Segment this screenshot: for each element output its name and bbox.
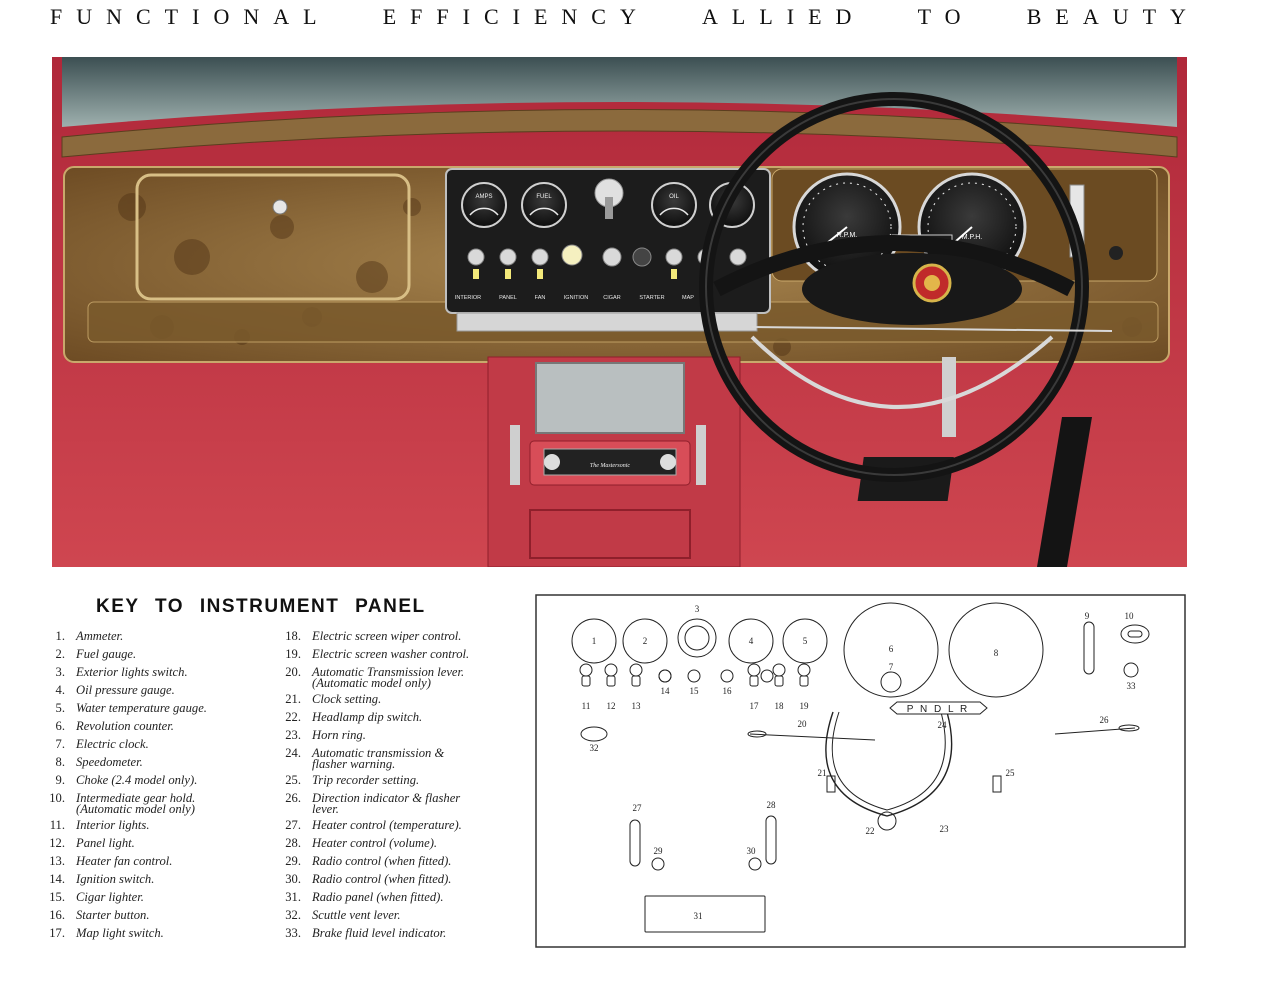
key-item: 15.Cigar lighter. — [49, 890, 144, 904]
mph-label: M.P.H. — [962, 234, 983, 241]
radio-brand: The Mastersonic — [590, 463, 631, 469]
diagram-label-13: 13 — [632, 701, 642, 711]
key-item: 29.Radio control (when fitted). — [285, 854, 452, 868]
key-item: 25.Trip recorder setting. — [285, 773, 420, 787]
amps-gauge-label: AMPS — [475, 194, 492, 200]
headline-word-2: EFFICIENCY — [382, 4, 650, 29]
key-item: 28.Heater control (volume). — [285, 836, 438, 850]
diagram-label-6: 6 — [889, 644, 894, 654]
diagram-label-26: 26 — [1100, 715, 1110, 725]
key-item: 5.Water temperature gauge. — [55, 701, 207, 715]
diagram-label-10: 10 — [1125, 611, 1135, 621]
diagram-label-29: 29 — [654, 846, 664, 856]
diagram-label-24: 24 — [938, 720, 948, 730]
switch-label-ignition: IGNITION — [564, 295, 588, 301]
key-item: 14.Ignition switch. — [49, 872, 155, 886]
dashboard-photo: AMPS FUEL OIL INTERIOR PANEL FAN IGNITIO… — [52, 57, 1187, 567]
oil-gauge-label: OIL — [669, 194, 679, 200]
headline-word-3: ALLIED — [702, 4, 866, 29]
diagram-label-3: 3 — [695, 604, 700, 614]
diagram-label-4: 4 — [749, 636, 754, 646]
key-item: 2.Fuel gauge. — [55, 647, 137, 661]
headline: FUNCTIONAL EFFICIENCY ALLIED TO BEAUTY — [50, 4, 1200, 32]
key-item: 11.Interior lights. — [49, 818, 150, 832]
headline-word-5: BEAUTY — [1026, 4, 1200, 29]
diagram-label-2: 2 — [643, 636, 648, 646]
switch-label-map: MAP — [682, 295, 694, 301]
key-item: 18.Electric screen wiper control. — [285, 629, 462, 643]
diagram-label-18: 18 — [775, 701, 785, 711]
diagram-label-16: 16 — [723, 686, 733, 696]
switch-label-interior: INTERIOR — [455, 295, 481, 301]
key-item: 30.Radio control (when fitted). — [285, 872, 452, 886]
key-list-left: 1.Ammeter. 2.Fuel gauge. 3.Exterior ligh… — [48, 627, 288, 942]
key-item: 33.Brake fluid level indicator. — [285, 926, 447, 940]
diagram-label-5: 5 — [803, 636, 808, 646]
key-item: 3.Exterior lights switch. — [55, 665, 188, 679]
key-item: 8.Speedometer. — [55, 755, 143, 769]
diagram-label-12: 12 — [607, 701, 616, 711]
key-item: 22.Headlamp dip switch. — [285, 710, 423, 724]
key-item: 23.Horn ring. — [285, 728, 366, 742]
switch-label-cigar: CIGAR — [603, 295, 620, 301]
key-item: 7.Electric clock. — [55, 737, 149, 751]
key-item: 16.Starter button. — [49, 908, 150, 922]
headline-word-1: FUNCTIONAL — [50, 4, 331, 29]
diagram-label-32: 32 — [590, 743, 599, 753]
key-item: 32.Scuttle vent lever. — [285, 908, 401, 922]
key-item: 20.Automatic Transmission lever.(Automat… — [285, 665, 465, 690]
diagram-label-22: 22 — [866, 826, 875, 836]
rpm-label: R.P.M. — [837, 232, 858, 239]
diagram-label-27: 27 — [633, 803, 643, 813]
key-item: 12.Panel light. — [49, 836, 135, 850]
fuel-gauge-label: FUEL — [536, 194, 552, 200]
key-item: 21.Clock setting. — [285, 692, 382, 706]
diagram-label-21: 21 — [818, 768, 827, 778]
switch-label-fan: FAN — [535, 295, 546, 301]
key-item: 17.Map light switch. — [49, 926, 164, 940]
diagram-label-19: 19 — [800, 701, 810, 711]
diagram-label-31: 31 — [694, 911, 703, 921]
diagram-label-28: 28 — [767, 800, 777, 810]
headline-word-4: TO — [917, 4, 975, 29]
diagram-label-7: 7 — [889, 662, 894, 672]
diagram-label-15: 15 — [690, 686, 700, 696]
key-item: 6.Revolution counter. — [55, 719, 174, 733]
diagram-label-30: 30 — [747, 846, 757, 856]
diagram-gear-indicator: P N D L R — [907, 704, 969, 715]
key-item: 13.Heater fan control. — [49, 854, 173, 868]
key-item: 1.Ammeter. — [55, 629, 124, 643]
key-item: 10.Intermediate gear hold.(Automatic mod… — [49, 791, 196, 816]
key-title: KEY TO INSTRUMENT PANEL — [96, 596, 426, 617]
instrument-diagram: P N D L R 1 2 3 4 5 6 7 8 9 10 11 12 13 … — [535, 594, 1186, 948]
diagram-label-33: 33 — [1127, 681, 1137, 691]
diagram-label-14: 14 — [661, 686, 671, 696]
switch-label-starter: STARTER — [639, 295, 664, 301]
key-item: 9.Choke (2.4 model only). — [55, 773, 198, 787]
key-item: 19.Electric screen washer control. — [285, 647, 470, 661]
key-item: 27.Heater control (temperature). — [285, 818, 462, 832]
diagram-label-23: 23 — [940, 824, 950, 834]
diagram-label-1: 1 — [592, 636, 597, 646]
key-list-right: 18.Electric screen wiper control. 19.Ele… — [284, 627, 524, 942]
diagram-label-25: 25 — [1006, 768, 1016, 778]
key-item: 4.Oil pressure gauge. — [55, 683, 175, 697]
key-item: 31.Radio panel (when fitted). — [285, 890, 444, 904]
diagram-label-17: 17 — [750, 701, 760, 711]
diagram-label-11: 11 — [582, 701, 591, 711]
diagram-label-20: 20 — [798, 719, 808, 729]
diagram-label-8: 8 — [994, 648, 999, 658]
switch-label-panel: PANEL — [499, 295, 517, 301]
key-item: 24.Automatic transmission &flasher warni… — [285, 746, 445, 771]
diagram-label-9: 9 — [1085, 611, 1090, 621]
